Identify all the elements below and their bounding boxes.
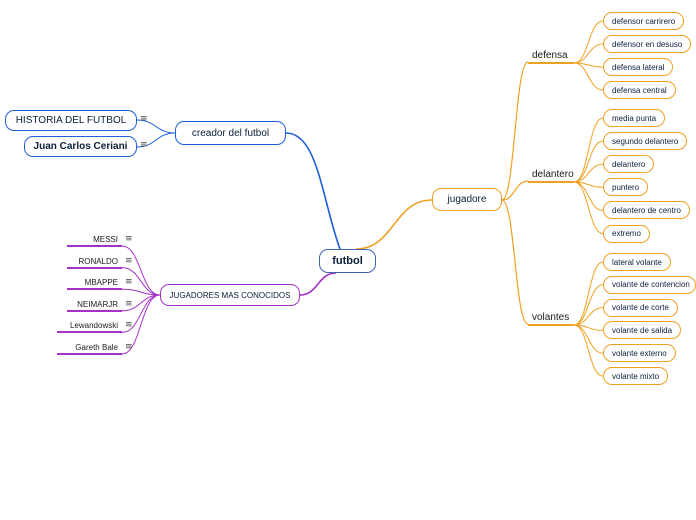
- leaf-label: volante de salida: [612, 325, 673, 335]
- group-label-defensa[interactable]: defensa: [532, 50, 568, 61]
- central-topic-label: futbol: [332, 255, 363, 267]
- leaf-label: defensor carrirero: [612, 16, 676, 26]
- group-underline: [528, 324, 574, 326]
- connector-historia: [136, 119, 176, 134]
- connector-creador: [285, 132, 341, 250]
- leaf-topic[interactable]: defensa lateral: [603, 58, 674, 76]
- topic-label: jugadore: [447, 194, 487, 205]
- leaf-topic[interactable]: defensor en desuso: [603, 35, 692, 53]
- leaf-label: volante externo: [612, 348, 667, 358]
- subtopic-label: HISTORIA DEL FUTBOL: [15, 115, 127, 126]
- player-underline: [57, 353, 122, 355]
- group-underline: [528, 62, 574, 64]
- connector-leaf: [573, 117, 604, 183]
- connector-jugadores-conocidos: [299, 272, 337, 296]
- leaf-topic[interactable]: defensa central: [603, 81, 676, 99]
- leaf-label: lateral volante: [612, 257, 662, 267]
- player-underline: [57, 331, 122, 334]
- leaf-topic[interactable]: delantero: [603, 155, 655, 174]
- connector-group: [501, 180, 529, 201]
- connector-leaf: [573, 62, 604, 91]
- subtopic-juan-carlos-ceriani[interactable]: Juan Carlos Ceriani: [24, 136, 137, 157]
- connector-leaf: [573, 140, 604, 183]
- connector-player: [121, 267, 161, 296]
- player-underline: [67, 245, 122, 247]
- leaf-topic[interactable]: media punta: [603, 109, 666, 127]
- connector-group: [501, 61, 529, 201]
- notes-icon[interactable]: ≡: [125, 298, 133, 309]
- leaf-label: defensor en desuso: [612, 39, 683, 49]
- topic-creador-del-futbol[interactable]: creador del futbol: [175, 121, 286, 145]
- leaf-label: volante mixto: [612, 371, 660, 381]
- notes-icon[interactable]: ≡: [125, 234, 133, 244]
- connector-player: [121, 294, 161, 355]
- connector-leaf: [573, 20, 604, 64]
- player-underline: [67, 266, 122, 269]
- leaf-topic[interactable]: delantero de centro: [603, 201, 690, 220]
- leaf-topic[interactable]: defensor carrirero: [603, 12, 685, 30]
- leaf-label: volante de corte: [612, 303, 669, 313]
- topic-jugadores-mas-conocidos[interactable]: JUGADORES MAS CONOCIDOS: [160, 284, 300, 306]
- leaf-topic[interactable]: volante de contencion: [603, 275, 696, 294]
- leaf-topic[interactable]: volante externo: [603, 344, 676, 363]
- topic-label: JUGADORES MAS CONOCIDOS: [169, 290, 291, 300]
- notes-icon[interactable]: ≡: [125, 342, 133, 352]
- group-label-delantero[interactable]: delantero: [532, 169, 574, 180]
- central-topic[interactable]: futbol: [319, 249, 376, 273]
- notes-icon[interactable]: ≡: [140, 140, 148, 150]
- leaf-topic[interactable]: volante mixto: [603, 367, 669, 385]
- topic-jugadore[interactable]: jugadore: [432, 188, 502, 211]
- notes-icon[interactable]: ≡: [125, 255, 133, 266]
- leaf-topic[interactable]: volante de salida: [603, 321, 682, 340]
- leaf-label: extremo: [612, 229, 641, 238]
- connector-leaf: [573, 181, 604, 234]
- connector-leaf: [573, 307, 604, 326]
- connector-juan: [136, 132, 176, 148]
- leaf-topic[interactable]: extremo: [603, 224, 650, 243]
- notes-icon[interactable]: ≡: [125, 277, 133, 288]
- subtopic-historia-del-futbol[interactable]: HISTORIA DEL FUTBOL: [5, 110, 137, 131]
- leaf-label: segundo delantero: [612, 136, 679, 146]
- leaf-label: defensa central: [612, 85, 667, 95]
- leaf-topic[interactable]: segundo delantero: [603, 132, 688, 151]
- leaf-topic[interactable]: puntero: [603, 178, 649, 197]
- player-label[interactable]: MBAPPE: [84, 278, 118, 288]
- player-label[interactable]: Gareth Bale: [75, 343, 118, 352]
- connector-leaf: [573, 261, 604, 326]
- leaf-topic[interactable]: lateral volante: [603, 253, 671, 271]
- player-label[interactable]: Lewandowski: [69, 321, 118, 331]
- player-underline: [67, 288, 122, 291]
- group-underline: [528, 181, 574, 183]
- leaf-label: defensa lateral: [612, 62, 665, 72]
- notes-icon[interactable]: ≡: [140, 114, 148, 124]
- connector-jugadore: [355, 199, 433, 250]
- connector-group: [501, 199, 529, 325]
- connector-leaf: [573, 43, 604, 64]
- leaf-label: volante de contencion: [612, 280, 690, 290]
- player-label[interactable]: RONALDO: [78, 256, 118, 266]
- group-label-volantes[interactable]: volantes: [532, 312, 570, 323]
- player-underline: [67, 309, 122, 312]
- leaf-label: delantero de centro: [612, 205, 681, 215]
- player-label[interactable]: MESSI: [93, 235, 118, 244]
- leaf-label: delantero: [612, 159, 646, 169]
- leaf-topic[interactable]: volante de corte: [603, 298, 678, 317]
- leaf-label: puntero: [612, 182, 640, 192]
- subtopic-label: Juan Carlos Ceriani: [33, 141, 128, 152]
- connector-leaf: [573, 163, 604, 183]
- connector-leaf: [573, 324, 604, 377]
- connector-player: [121, 245, 161, 296]
- notes-icon[interactable]: ≡: [125, 320, 133, 331]
- connector-leaf: [573, 284, 604, 326]
- topic-label: creador del futbol: [191, 127, 270, 139]
- player-label[interactable]: NEIMARJR: [77, 299, 118, 309]
- leaf-label: media punta: [612, 113, 657, 123]
